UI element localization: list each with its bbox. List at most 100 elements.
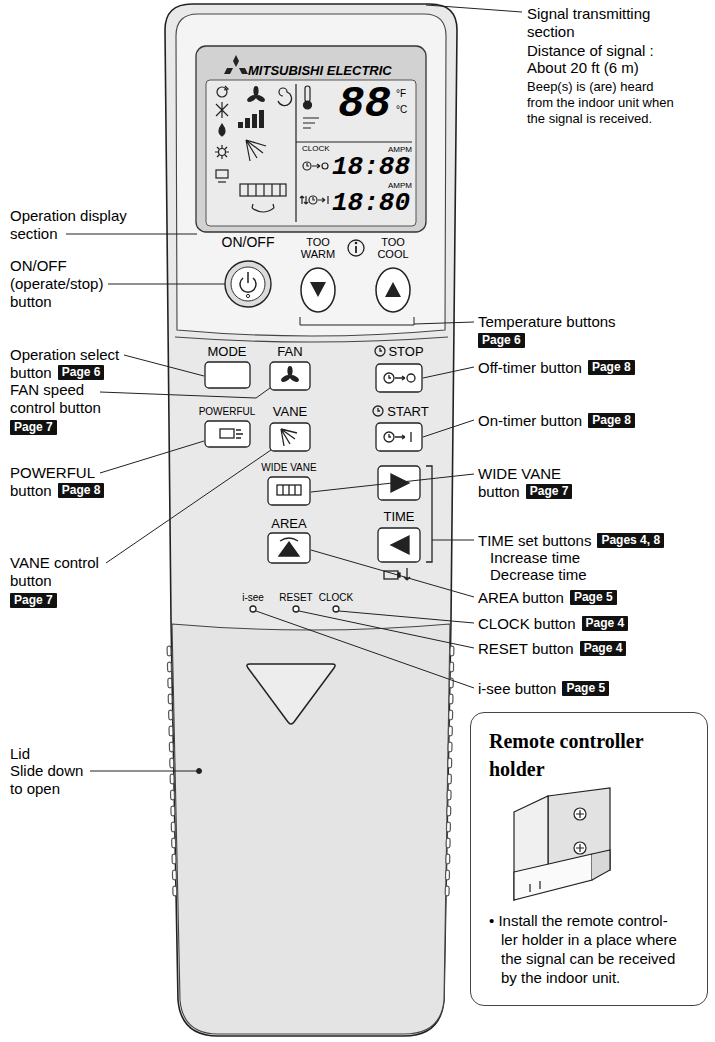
page-reference-text: Page 7 xyxy=(14,593,53,608)
lcd-icons xyxy=(238,122,243,128)
holder-illustration xyxy=(530,881,540,892)
lcd-icons xyxy=(255,94,266,104)
page-reference: Page 7 xyxy=(10,593,57,608)
holder-illustration xyxy=(574,842,586,854)
lid xyxy=(447,648,452,900)
control-buttons xyxy=(289,374,300,384)
on-off-button xyxy=(225,261,271,307)
page-reference-text: Page 5 xyxy=(566,681,605,696)
lcd-icons xyxy=(278,88,292,106)
lcd-tag: CLOCK xyxy=(302,144,330,153)
button-label: CLOCK xyxy=(319,592,353,604)
page-reference-text: Page 7 xyxy=(14,420,53,435)
lcd-icons xyxy=(216,170,228,178)
callout-label: RESET button xyxy=(478,640,574,658)
callout-label: About 20 ft (6 m) xyxy=(527,59,639,77)
lcd-icons xyxy=(307,163,320,168)
lid xyxy=(169,624,452,1034)
lid xyxy=(172,624,450,1034)
display-window xyxy=(196,46,426,232)
control-buttons xyxy=(426,466,432,562)
note-body: • Install the remote control- ler holder… xyxy=(489,911,683,987)
lcd-icons xyxy=(313,196,328,204)
callout-note: Beep(s) is (are) heard from the indoor u… xyxy=(527,79,679,127)
on-off-button xyxy=(225,261,271,307)
lcd-icons xyxy=(246,94,257,104)
on-off-button xyxy=(240,272,256,292)
temperature-buttons xyxy=(310,282,326,297)
note-heading: Remote controller holder xyxy=(489,727,679,783)
control-buttons xyxy=(205,421,250,447)
temperature-buttons xyxy=(385,282,401,297)
control-buttons xyxy=(378,408,380,411)
leader-line xyxy=(66,234,197,235)
lcd-icons xyxy=(304,101,312,109)
callout-label: Decrease time xyxy=(490,566,587,584)
page-reference: Page 4 xyxy=(580,641,627,656)
callout-label: Off-timer button xyxy=(478,359,582,377)
callout-label: Temperature buttons xyxy=(478,313,616,331)
lcd-icons xyxy=(217,87,227,97)
callout-label: FAN speed control button xyxy=(10,381,110,417)
control-buttons xyxy=(375,346,385,356)
temperature-buttons xyxy=(376,268,410,312)
callout-label: AREA button xyxy=(478,589,564,607)
on-off-button xyxy=(231,267,265,301)
brand-name: MITSUBISHI ELECTRIC xyxy=(248,63,392,78)
control-buttons xyxy=(378,528,420,562)
button-label: TOO WARM xyxy=(295,236,341,260)
callout-label: Signal transmitting section xyxy=(527,5,677,41)
page-reference-text: Page 5 xyxy=(574,590,613,605)
lcd-icons xyxy=(300,196,308,204)
leader-line xyxy=(311,550,474,597)
lcd-icons xyxy=(252,114,257,128)
callout-label: TIME set buttons xyxy=(478,532,591,550)
page-reference-text: Page 7 xyxy=(530,484,569,499)
holder-illustration xyxy=(576,844,584,852)
control-buttons xyxy=(391,536,409,554)
button-label: MODE xyxy=(208,344,247,359)
callout-label: On-timer button xyxy=(478,412,582,430)
control-buttons xyxy=(373,406,383,416)
button-label: POWERFUL xyxy=(199,406,256,418)
lcd-icons xyxy=(245,118,250,128)
remote-body xyxy=(175,337,448,342)
lcd-icons xyxy=(216,102,228,118)
leader-line xyxy=(124,355,204,376)
callout-label: Slide down to open xyxy=(10,762,90,798)
lcd-icons xyxy=(305,86,310,102)
control-buttons xyxy=(407,374,415,382)
leader-line xyxy=(299,611,474,648)
leader-line xyxy=(423,420,474,437)
leader-line xyxy=(100,441,204,473)
button-label: TOO COOL xyxy=(370,236,416,260)
control-buttons xyxy=(270,362,310,390)
leader-line xyxy=(423,367,474,378)
lcd-icons xyxy=(303,118,319,128)
button-label: AREA xyxy=(271,516,306,531)
lcd-icons xyxy=(248,184,280,196)
page-reference: Pages 4, 8 xyxy=(597,533,664,548)
callout-label: Increase time xyxy=(490,549,580,567)
leader-line xyxy=(432,540,474,541)
control-buttons xyxy=(283,485,295,495)
page-reference-text: Page 8 xyxy=(62,483,101,498)
lcd-icons xyxy=(252,204,274,212)
leader-line xyxy=(311,474,474,492)
button-label: STOP xyxy=(388,344,423,359)
page-reference: Page 5 xyxy=(562,681,609,696)
callout-label: Lid xyxy=(10,745,30,763)
page-reference-text: Page 6 xyxy=(482,333,521,348)
button-label: WIDE VANE xyxy=(261,462,316,474)
on-off-button xyxy=(246,294,249,297)
page-reference: Page 8 xyxy=(588,360,635,375)
callout-label: Operation display section xyxy=(10,207,145,243)
control-buttons xyxy=(205,362,250,388)
button-label: FAN xyxy=(277,344,302,359)
control-buttons xyxy=(236,430,243,438)
page-reference: Page 7 xyxy=(10,420,57,435)
holder-illustration xyxy=(514,854,592,900)
leader-line xyxy=(256,611,474,688)
temperature-buttons xyxy=(355,246,357,253)
